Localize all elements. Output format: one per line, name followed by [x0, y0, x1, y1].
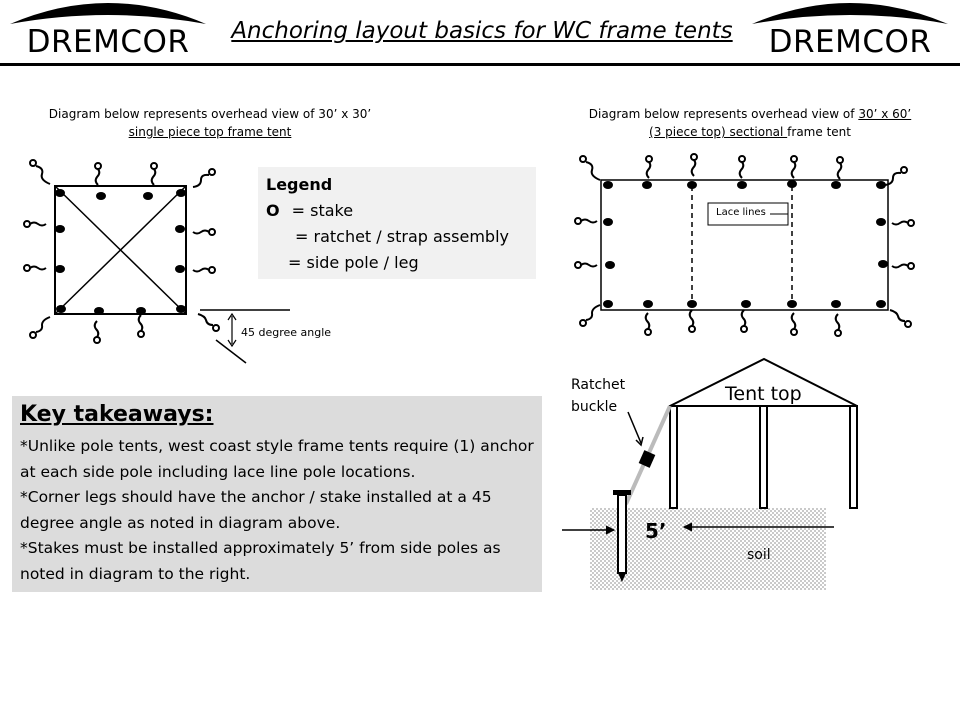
side-pole [175, 265, 185, 273]
page-title: Anchoring layout basics for WC frame ten… [231, 18, 733, 44]
side-pole [175, 225, 185, 233]
side-pole [176, 189, 186, 197]
right-caption-line1: Diagram below represents overhead view o… [560, 105, 940, 123]
ratchet-label-line2: buckle [571, 399, 618, 415]
angle-arrow-head-up [227, 312, 237, 321]
side-pole [55, 265, 65, 273]
lace-lines-label: Lace lines [716, 207, 766, 218]
key-takeaways-panel: Key takeaways: *Unlike pole tents, west … [12, 396, 542, 592]
brand-logo-left: DREMCOR [8, 0, 208, 62]
brand-logo-right: DREMCOR [750, 0, 950, 62]
side-pole [94, 307, 104, 315]
left-overhead-diagram [23, 159, 290, 364]
ratchet-pointer [627, 411, 642, 444]
side-pole [136, 307, 146, 315]
takeaway-3: *Stakes must be installed approximately … [20, 539, 501, 583]
side-pole [55, 189, 65, 197]
stake-head [613, 490, 631, 495]
side-pole [176, 305, 186, 313]
distance-arrow-left-head [605, 525, 616, 535]
right-caption-sectional: (3 piece top) sectional [649, 125, 788, 139]
stake-tip [618, 573, 626, 582]
right-caption-prefix: Diagram below represents overhead view o… [588, 107, 859, 121]
left-diagram-caption: Diagram below represents overhead view o… [20, 105, 400, 141]
side-pole [143, 192, 153, 200]
side-pole [96, 192, 106, 200]
legend-ratchet-row: = ratchet / strap assembly [295, 227, 509, 246]
stake-shaft [617, 494, 627, 574]
tent-pole-left [669, 405, 678, 509]
distance-arrow-right-head [682, 522, 693, 532]
brand-name-right: DREMCOR [768, 24, 932, 60]
right-tent-outline [600, 179, 889, 311]
takeaways-title: Key takeaways: [20, 402, 214, 427]
side-pole [56, 305, 66, 313]
tent-pole-middle [759, 405, 768, 509]
legend-title: Legend [266, 175, 333, 194]
soil-area [590, 508, 826, 590]
side-view-diagram [562, 357, 858, 590]
takeaways-body: *Unlike pole tents, west coast style fra… [20, 434, 534, 587]
legend-stake-text: = stake [291, 201, 354, 220]
legend-stake-row: O = stake [266, 201, 353, 220]
ratchet-label-line1: Ratchet [571, 377, 626, 393]
angle-slant-line [215, 339, 247, 364]
legend-pole-row: = side pole / leg [288, 253, 419, 272]
takeaway-1: *Unlike pole tents, west coast style fra… [20, 437, 534, 481]
side-pole [55, 225, 65, 233]
left-anchors [23, 159, 220, 344]
left-caption-line2: single piece top frame tent [128, 125, 292, 139]
ratchet-buckle-label: Ratchet buckle [571, 374, 625, 418]
angle-label: 45 degree angle [241, 326, 332, 339]
right-anchors [574, 153, 915, 337]
angle-arrow-head-down [227, 339, 237, 348]
right-caption-line2: (3 piece top) sectional frame tent [560, 123, 940, 141]
brand-name-left: DREMCOR [26, 24, 190, 60]
stake-symbol-icon: O [266, 201, 280, 220]
ratchet-pointer-head [635, 436, 644, 447]
right-caption-size: 30’ x 60’ [858, 107, 912, 121]
takeaway-2: *Corner legs should have the anchor / st… [20, 488, 492, 532]
soil-label: soil [747, 547, 771, 563]
header-divider [0, 63, 960, 66]
ratchet-buckle-block [638, 450, 656, 468]
legend-panel: Legend O = stake = ratchet / strap assemb… [258, 167, 536, 279]
right-caption-frame-tent: frame tent [787, 125, 851, 139]
distance-label: 5’ [645, 519, 667, 543]
tent-pole-right [849, 405, 858, 509]
left-tent-outline [54, 185, 187, 315]
tent-top-label: Tent top [725, 383, 802, 405]
right-overhead-diagram [574, 153, 915, 337]
left-caption-line1: Diagram below represents overhead view o… [48, 107, 372, 121]
right-diagram-caption: Diagram below represents overhead view o… [560, 105, 940, 141]
left-diagonal-2 [54, 185, 187, 315]
right-side-poles [603, 180, 888, 308]
left-side-poles [55, 189, 186, 315]
